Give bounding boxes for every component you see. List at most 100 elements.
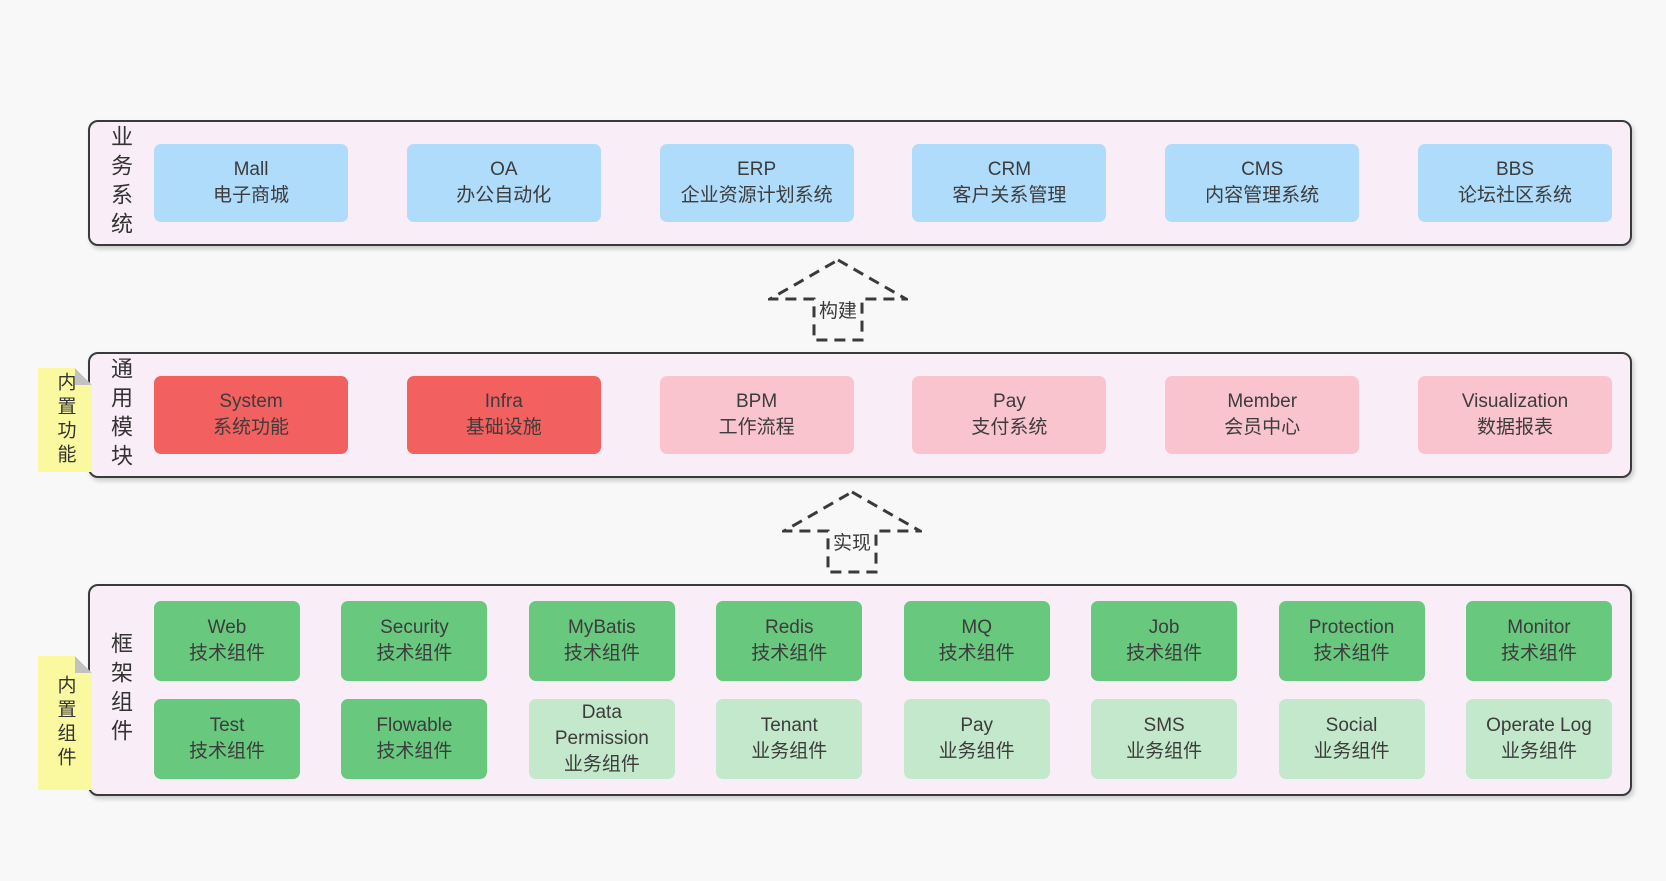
box-title: CMS xyxy=(1241,158,1284,180)
box-title: Monitor xyxy=(1507,616,1571,638)
box-subtitle: 业务组件 xyxy=(938,741,1015,762)
box-subtitle: 技术组件 xyxy=(1500,643,1577,664)
box-subtitle: 客户关系管理 xyxy=(952,185,1067,206)
box-visualization: Visualization 数据报表 xyxy=(1417,376,1612,454)
builtin-features-sticky-note: 内置功能 xyxy=(38,368,92,472)
up-arrow-icon xyxy=(768,258,908,342)
box-subtitle: 工作流程 xyxy=(718,417,795,438)
box-subtitle: 电子商城 xyxy=(212,185,289,206)
box-title: Member xyxy=(1227,390,1298,412)
box-subtitle: 技术组件 xyxy=(1126,643,1203,664)
box-subtitle: 业务组件 xyxy=(751,741,828,762)
folded-corner-icon xyxy=(75,656,92,673)
box-subtitle: 技术组件 xyxy=(188,643,265,664)
box-subtitle: 技术组件 xyxy=(188,741,265,762)
box-title: CRM xyxy=(987,158,1032,180)
box-title: Data Permission xyxy=(554,701,649,749)
box-title: SMS xyxy=(1143,714,1185,736)
box-title: Protection xyxy=(1308,616,1395,638)
band-business-systems-label: 业务系统 xyxy=(108,125,133,241)
box-title: MQ xyxy=(961,616,992,638)
builtin-components-sticky-note: 内置组件 xyxy=(38,656,92,790)
box-flowable: Flowable 技术组件 xyxy=(341,699,488,779)
box-pay: Pay 业务组件 xyxy=(903,699,1050,779)
box-title: Mall xyxy=(233,158,269,180)
box-job: Job 技术组件 xyxy=(1091,601,1238,681)
box-row: Mall 电子商城 OA 办公自动化 ERP 企业资源计划系统 CRM 客户关系管理 CMS 内容… xyxy=(154,144,1612,222)
box-sms: SMS 业务组件 xyxy=(1091,699,1238,779)
box-subtitle: 办公自动化 xyxy=(456,185,552,206)
box-title: Pay xyxy=(960,714,994,736)
box-bbs: BBS 论坛社区系统 xyxy=(1417,144,1612,222)
box-subtitle: 企业资源计划系统 xyxy=(680,185,833,206)
box-data-permission: Data Permission 业务组件 xyxy=(528,699,675,779)
band-common-modules-label: 通用模块 xyxy=(108,357,133,473)
box-subtitle: 业务组件 xyxy=(1313,741,1390,762)
box-title: OA xyxy=(490,158,518,180)
box-erp: ERP 企业资源计划系统 xyxy=(659,144,854,222)
box-title: ERP xyxy=(737,158,777,180)
folded-corner-icon xyxy=(75,368,92,385)
box-protection: Protection 技术组件 xyxy=(1278,601,1425,681)
box-title: Web xyxy=(207,616,247,638)
builtin-features-sticky-label: 内置功能 xyxy=(54,372,76,468)
box-subtitle: 技术组件 xyxy=(751,643,828,664)
build-arrow-label: 构建 xyxy=(815,295,861,324)
box-title: Security xyxy=(380,616,449,638)
implement-arrow-label: 实现 xyxy=(829,527,875,556)
box-title: Test xyxy=(209,714,245,736)
band-framework-components-label: 框架组件 xyxy=(108,632,133,748)
box-crm: CRM 客户关系管理 xyxy=(912,144,1107,222)
box-title: Visualization xyxy=(1461,390,1569,412)
box-subtitle: 技术组件 xyxy=(376,741,453,762)
box-title: Pay xyxy=(993,390,1026,412)
box-subtitle: 系统功能 xyxy=(212,417,289,438)
box-title: Redis xyxy=(764,616,814,638)
box-title: BBS xyxy=(1495,158,1534,180)
box-title: Job xyxy=(1148,616,1180,638)
box-title: Infra xyxy=(484,390,523,412)
box-system: System 系统功能 xyxy=(154,376,348,454)
up-arrow-icon xyxy=(782,490,922,574)
box-subtitle: 技术组件 xyxy=(1313,643,1390,664)
box-subtitle: 业务组件 xyxy=(1126,741,1203,762)
box-redis: Redis 技术组件 xyxy=(716,601,863,681)
box-subtitle: 支付系统 xyxy=(971,417,1048,438)
box-title: BPM xyxy=(736,390,778,412)
implement-arrow: 实现 xyxy=(782,490,922,574)
box-bpm: BPM 工作流程 xyxy=(659,376,854,454)
box-tenant: Tenant 业务组件 xyxy=(716,699,863,779)
box-subtitle: 业务组件 xyxy=(563,754,640,776)
build-arrow: 构建 xyxy=(768,258,908,342)
box-web: Web 技术组件 xyxy=(154,601,300,681)
box-title: Tenant xyxy=(760,714,818,736)
box-subtitle: 数据报表 xyxy=(1476,417,1553,438)
band-business-systems: 业务系统 Mall 电子商城 OA 办公自动化 ERP 企业资源计划系统 CRM 客户关系管理… xyxy=(88,120,1632,246)
box-subtitle: 技术组件 xyxy=(376,643,453,664)
box-oa: OA 办公自动化 xyxy=(406,144,601,222)
box-infra: Infra 基础设施 xyxy=(406,376,601,454)
box-title: Social xyxy=(1325,714,1378,736)
band-common-modules: 通用模块 System 系统功能 Infra 基础设施 BPM 工作流程 Pay 支付系统 Me… xyxy=(88,352,1632,478)
box-subtitle: 内容管理系统 xyxy=(1205,185,1320,206)
box-monitor: Monitor 技术组件 xyxy=(1465,601,1612,681)
box-title: System xyxy=(219,390,283,412)
band-business-systems-rows: Mall 电子商城 OA 办公自动化 ERP 企业资源计划系统 CRM 客户关系管理 CMS 内容… xyxy=(142,122,1630,244)
box-social: Social 业务组件 xyxy=(1278,699,1425,779)
box-subtitle: 论坛社区系统 xyxy=(1457,185,1572,206)
builtin-components-sticky-label: 内置组件 xyxy=(54,675,76,771)
box-mall: Mall 电子商城 xyxy=(154,144,348,222)
box-subtitle: 基础设施 xyxy=(465,417,542,438)
box-title: Flowable xyxy=(376,714,453,736)
